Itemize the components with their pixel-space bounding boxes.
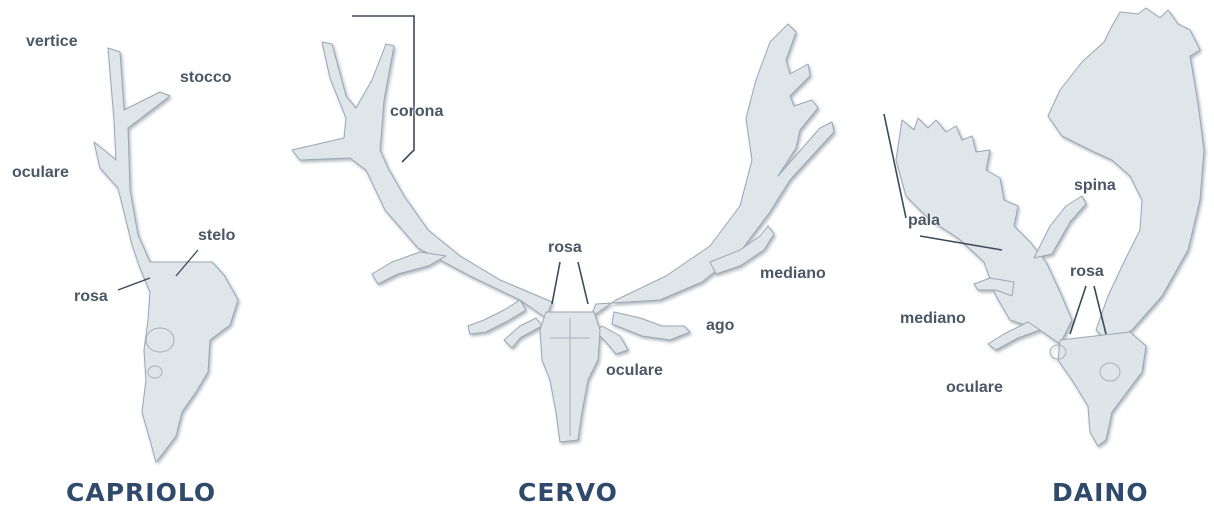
- capriolo-label-oculare: oculare: [12, 165, 69, 181]
- daino-label-pala: pala: [908, 213, 940, 229]
- daino-title: DAINO: [1052, 480, 1149, 505]
- cervo-label-corona: corona: [390, 104, 443, 120]
- capriolo-label-vertice: vertice: [26, 34, 78, 50]
- capriolo-antler: [94, 48, 238, 462]
- daino-label-spina: spina: [1074, 178, 1116, 194]
- daino-label-oculare: oculare: [946, 380, 1003, 396]
- daino-antlers: [896, 8, 1204, 446]
- cervo-label-rosa: rosa: [548, 240, 582, 256]
- cervo-label-ago: ago: [706, 318, 734, 334]
- cervo-label-oculare: oculare: [606, 363, 663, 379]
- capriolo-label-stelo: stelo: [198, 228, 235, 244]
- daino-label-rosa: rosa: [1070, 264, 1104, 280]
- capriolo-title: CAPRIOLO: [66, 480, 216, 505]
- cervo-title: CERVO: [518, 480, 618, 505]
- daino-label-mediano: mediano: [900, 311, 966, 327]
- cervo-label-mediano: mediano: [760, 266, 826, 282]
- capriolo-label-stocco: stocco: [180, 70, 232, 86]
- cervo-antlers: [292, 24, 834, 442]
- capriolo-label-rosa: rosa: [74, 289, 108, 305]
